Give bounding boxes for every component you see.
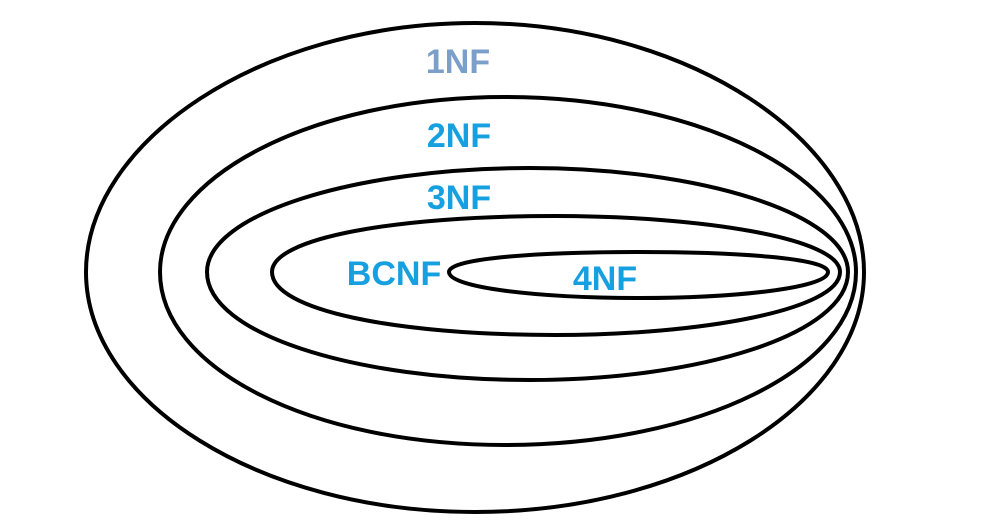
label-bcnf: BCNF: [347, 255, 441, 293]
ellipse-bcnf: [269, 213, 843, 338]
ellipse-4nf: [446, 249, 831, 301]
label-3nf: 3NF: [427, 179, 491, 217]
label-1nf: 1NF: [426, 43, 490, 81]
ellipse-2nf: [157, 94, 859, 448]
label-2nf: 2NF: [427, 117, 491, 155]
ellipse-3nf: [204, 165, 851, 383]
label-4nf: 4NF: [573, 260, 637, 298]
ellipse-1nf: [83, 20, 867, 515]
